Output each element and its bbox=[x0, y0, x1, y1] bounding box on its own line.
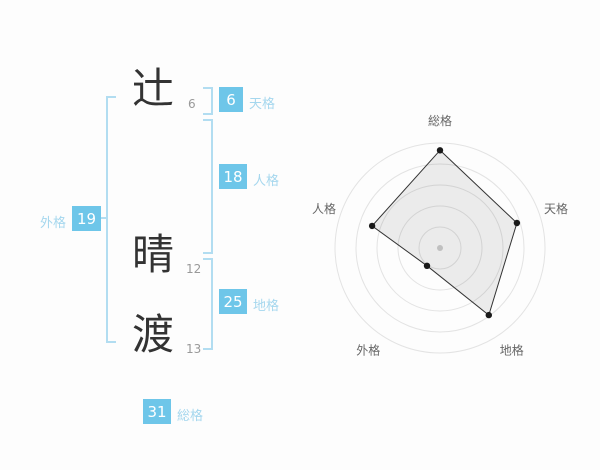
radar-axis-label: 外格 bbox=[356, 343, 380, 358]
radar-grid-ring bbox=[376, 184, 504, 312]
tenkaku-bracket bbox=[203, 87, 213, 115]
radar-grid-ring bbox=[397, 205, 483, 291]
radar-grid-ring bbox=[355, 163, 525, 333]
radar-data-point bbox=[423, 262, 431, 269]
stroke-count-1: 6 bbox=[188, 97, 196, 111]
stroke-count-2: 12 bbox=[186, 262, 202, 276]
gaikaku-label: 外格 bbox=[40, 216, 67, 231]
name-character-2: 晴 bbox=[132, 230, 175, 279]
radar-axis-label: 総格 bbox=[428, 113, 452, 128]
tenkaku-value-badge: 6 bbox=[219, 87, 243, 112]
gaikaku-connector-tick bbox=[101, 217, 106, 219]
radar-data-point bbox=[513, 219, 521, 227]
jinkaku-label: 人格 bbox=[253, 174, 280, 189]
jinkaku-value-badge: 18 bbox=[219, 164, 247, 189]
name-character-3: 渡 bbox=[132, 310, 175, 359]
chikaku-bracket bbox=[203, 258, 213, 350]
tenkaku-label: 天格 bbox=[249, 97, 276, 112]
radar-center-dot bbox=[437, 245, 443, 251]
radar-grid-ring bbox=[334, 142, 546, 354]
radar-data-point bbox=[485, 311, 492, 319]
radar-grid-ring bbox=[418, 226, 462, 270]
radar-axis-label: 地格 bbox=[500, 343, 524, 358]
radar-axis-label: 天格 bbox=[544, 201, 568, 216]
soukaku-label: 総格 bbox=[177, 409, 204, 424]
chikaku-value-badge: 25 bbox=[219, 289, 247, 314]
radar-axis-label: 人格 bbox=[312, 201, 336, 216]
name-character-1: 辻 bbox=[132, 64, 175, 113]
radar-data-polygon bbox=[371, 149, 518, 316]
gaikaku-value-badge: 19 bbox=[72, 206, 101, 231]
stroke-count-3: 13 bbox=[186, 342, 202, 356]
radar-data-point bbox=[436, 147, 444, 154]
radar-data-point bbox=[368, 222, 376, 230]
gaikaku-bracket bbox=[106, 96, 116, 343]
jinkaku-bracket bbox=[203, 119, 213, 254]
chikaku-label: 地格 bbox=[253, 299, 280, 314]
soukaku-value-badge: 31 bbox=[143, 399, 171, 424]
